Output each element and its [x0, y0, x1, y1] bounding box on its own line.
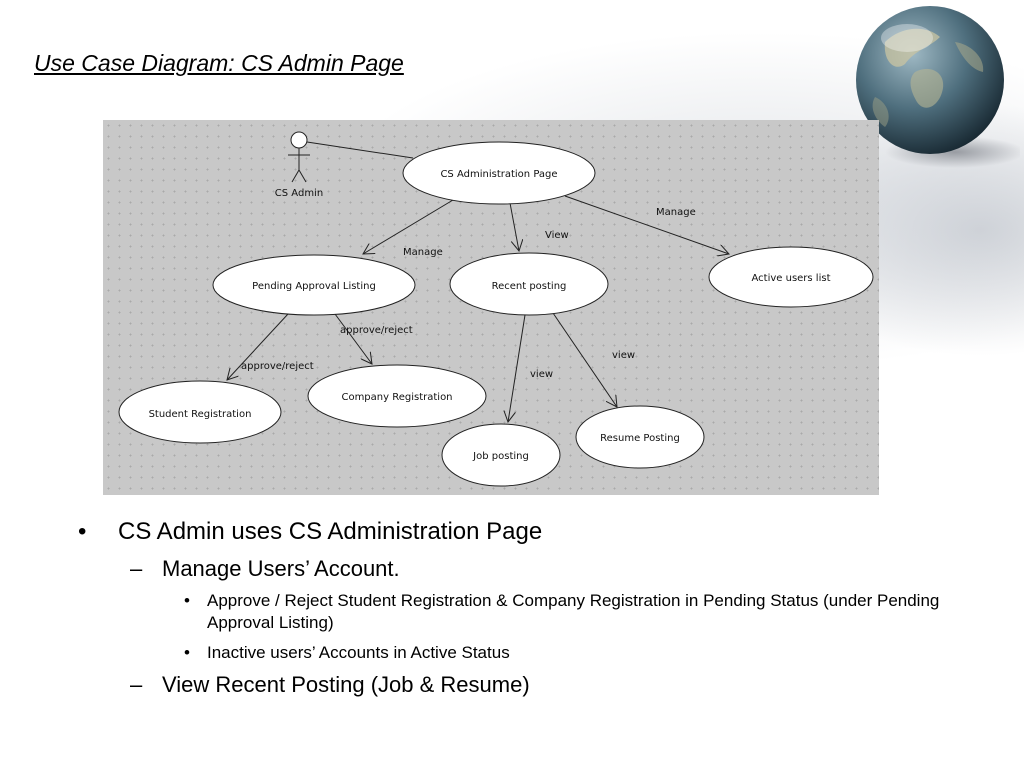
usecase-resume-label: Resume Posting — [600, 433, 680, 444]
bullet-text: View Recent Posting (Job & Resume) — [162, 672, 530, 697]
edge-view-resume — [552, 312, 617, 407]
bullet-level-3: • Inactive users’ Accounts in Active Sta… — [78, 642, 958, 664]
usecase-job-label: Job posting — [472, 451, 529, 462]
edge-manage-pending — [363, 199, 454, 254]
bullet-level-2: – View Recent Posting (Job & Resume) — [78, 672, 958, 698]
label-approve-company: approve/reject — [340, 325, 413, 336]
actor-label: CS Admin — [275, 188, 323, 199]
edge-manage-active — [564, 195, 729, 254]
edge-approve-student — [227, 313, 289, 380]
usecase-recent-posting: Recent posting — [449, 252, 609, 316]
slide-title: Use Case Diagram: CS Admin Page — [34, 50, 404, 76]
actor-cs-admin — [288, 131, 310, 183]
usecase-pending-approval: Pending Approval Listing — [212, 254, 416, 316]
label-approve-student: approve/reject — [241, 361, 314, 372]
bullet-marker: • — [78, 518, 87, 545]
usecase-resume-posting: Resume Posting — [575, 405, 705, 469]
usecase-student-registration: Student Registration — [118, 380, 282, 444]
bullet-text: Inactive users’ Accounts in Active Statu… — [207, 643, 510, 662]
usecase-pending-label: Pending Approval Listing — [252, 281, 376, 292]
bullet-marker: • — [184, 591, 190, 610]
label-view-recent: View — [545, 230, 569, 241]
label-view-resume: view — [612, 350, 635, 361]
edge-view-job — [508, 314, 526, 422]
association-line — [306, 141, 414, 159]
globe-image — [856, 6, 1020, 168]
dash-marker: – — [130, 672, 143, 697]
bullet-level-2: – Manage Users’ Account. — [78, 556, 958, 582]
usecase-active-label: Active users list — [752, 273, 831, 284]
label-manage-pending: Manage — [403, 247, 443, 258]
bullet-level-3: • Approve / Reject Student Registration … — [78, 590, 958, 634]
usecase-recent-label: Recent posting — [492, 281, 567, 292]
edge-view-recent — [509, 202, 519, 251]
usecase-job-posting: Job posting — [441, 423, 561, 487]
usecase-active-users: Active users list — [708, 246, 874, 308]
use-case-diagram: CS Admin Manage View Manage approve/reje… — [103, 120, 879, 495]
bullet-list: • CS Admin uses CS Administration Page –… — [78, 518, 958, 706]
usecase-admin-page-label: CS Administration Page — [440, 169, 557, 180]
bullet-level-1: • CS Admin uses CS Administration Page — [78, 518, 958, 546]
bullet-marker: • — [184, 643, 190, 662]
dash-marker: – — [130, 556, 143, 581]
usecase-student-label: Student Registration — [149, 409, 252, 420]
usecase-admin-page: CS Administration Page — [402, 141, 596, 205]
usecase-company-registration: Company Registration — [307, 364, 487, 428]
bullet-text: CS Admin uses CS Administration Page — [118, 518, 543, 545]
usecase-company-label: Company Registration — [341, 392, 452, 403]
bullet-text: Approve / Reject Student Registration & … — [207, 591, 940, 632]
label-view-job: view — [530, 369, 553, 380]
label-manage-active: Manage — [656, 207, 696, 218]
bullet-text: Manage Users’ Account. — [162, 556, 400, 581]
edge-approve-company — [334, 313, 372, 364]
